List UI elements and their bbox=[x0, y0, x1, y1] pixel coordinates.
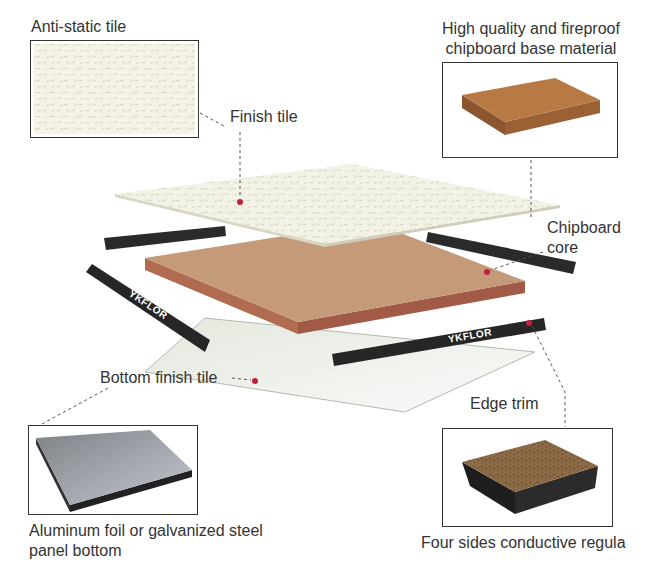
inset-caption: Four sides conductive regula bbox=[421, 533, 661, 553]
photo-inset: Four sides conductive regula bbox=[442, 428, 613, 527]
photo-inset: Anti-static tile bbox=[30, 40, 199, 138]
brand-mark: YKFLOR bbox=[126, 288, 169, 322]
photo-inset: High quality and fireproof chipboard bas… bbox=[442, 62, 618, 158]
inset-caption: High quality and fireproof chipboard bas… bbox=[416, 19, 646, 59]
part-label: Edge trim bbox=[470, 394, 538, 414]
part-label: Finish tile bbox=[230, 107, 298, 127]
part-label: Chipboard core bbox=[547, 218, 639, 258]
part-label: Bottom finish tile bbox=[100, 368, 217, 388]
inset-caption: Aluminum foil or galvanized steel panel … bbox=[29, 521, 291, 561]
inset-caption: Anti-static tile bbox=[31, 17, 231, 37]
photo-inset: Aluminum foil or galvanized steel panel … bbox=[28, 425, 198, 515]
brand-mark: YKFLOR bbox=[447, 326, 492, 345]
